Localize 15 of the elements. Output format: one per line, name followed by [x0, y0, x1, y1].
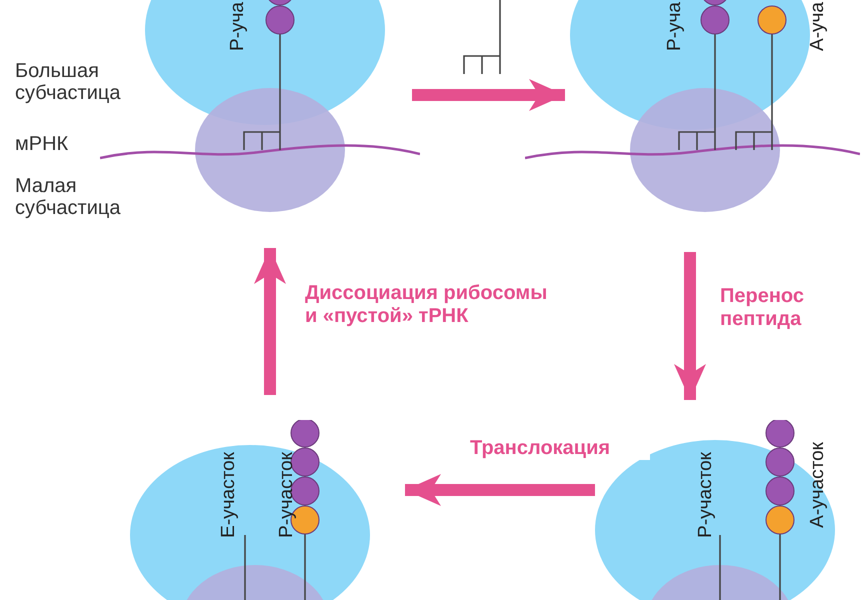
arrow [254, 248, 286, 395]
arrow [405, 474, 595, 506]
part-label: мРНК [15, 133, 70, 155]
site-label: Р-участок [277, 452, 296, 538]
part-label: Малая субчастица [15, 175, 122, 219]
part-label: Большая субчастица [15, 60, 122, 104]
site-label: Р-уча [228, 2, 247, 51]
arrow [412, 79, 565, 111]
edge-label: Транслокация [470, 437, 650, 460]
arrow [674, 252, 706, 400]
site-label: Е-участок [219, 452, 238, 538]
site-label: А-уча [808, 2, 827, 51]
site-label: Р-участок [696, 452, 715, 538]
site-label: Р-уча [665, 2, 684, 51]
site-label: А-участок [808, 442, 827, 528]
